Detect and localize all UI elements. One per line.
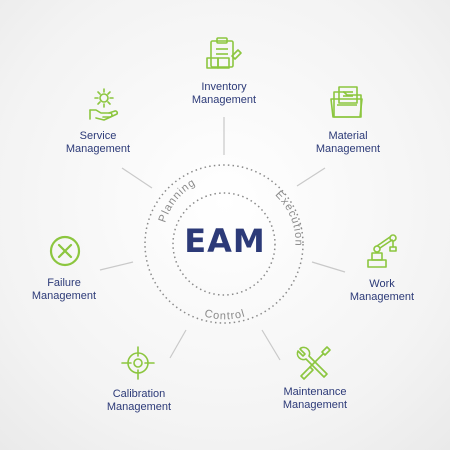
center-title: EAM: [184, 222, 266, 260]
connector-failure: [99, 261, 134, 271]
node-inventory-line2: Management: [191, 94, 257, 106]
node-work-line2: Management: [349, 291, 415, 303]
node-calibration-label: Calibration Management: [74, 388, 204, 414]
node-maintenance-label: Maintenance Management: [250, 386, 380, 412]
node-calibration-line1: Calibration: [112, 388, 166, 400]
node-calibration-line2: Management: [106, 401, 172, 413]
node-service-line2: Management: [65, 143, 131, 155]
connector-service: [121, 167, 153, 189]
node-service-label: Service Management: [33, 130, 163, 156]
ring-label-planning: Planning: [157, 176, 198, 224]
folder-documents-icon: [330, 86, 363, 118]
robotic-arm-icon: [367, 234, 397, 268]
outer-dotted-ring: [144, 164, 304, 324]
inner-dotted-ring: [172, 192, 276, 296]
node-service-line1: Service: [79, 130, 117, 142]
node-material-label: Material Management: [283, 130, 413, 156]
crosshair-target-icon: [121, 346, 155, 380]
node-failure-label: Failure Management: [0, 277, 129, 303]
connector-work: [311, 261, 346, 273]
wrench-screwdriver-icon: [296, 346, 331, 380]
node-maintenance-line2: Management: [282, 399, 348, 411]
connector-material: [296, 167, 326, 187]
connector-calibration: [169, 329, 187, 359]
connector-lines: [99, 117, 346, 361]
hand-gear-icon: [89, 88, 119, 121]
node-material-line1: Material: [328, 130, 368, 142]
ring-label-control: Control: [203, 308, 247, 323]
node-inventory-label: Inventory Management: [159, 81, 289, 107]
node-failure-line2: Management: [31, 290, 97, 302]
node-work-label: Work Management: [317, 278, 447, 304]
node-inventory-line1: Inventory: [201, 81, 247, 93]
node-failure-line1: Failure: [47, 277, 81, 289]
connector-maintenance: [261, 329, 281, 361]
x-circle-icon: [49, 235, 81, 267]
node-material-line2: Management: [315, 143, 381, 155]
ring-label-execution: Execution: [273, 189, 305, 247]
node-work-line1: Work: [369, 278, 395, 290]
node-maintenance-line1: Maintenance: [283, 386, 347, 398]
inventory-clipboard-boxes-icon: [206, 37, 242, 69]
